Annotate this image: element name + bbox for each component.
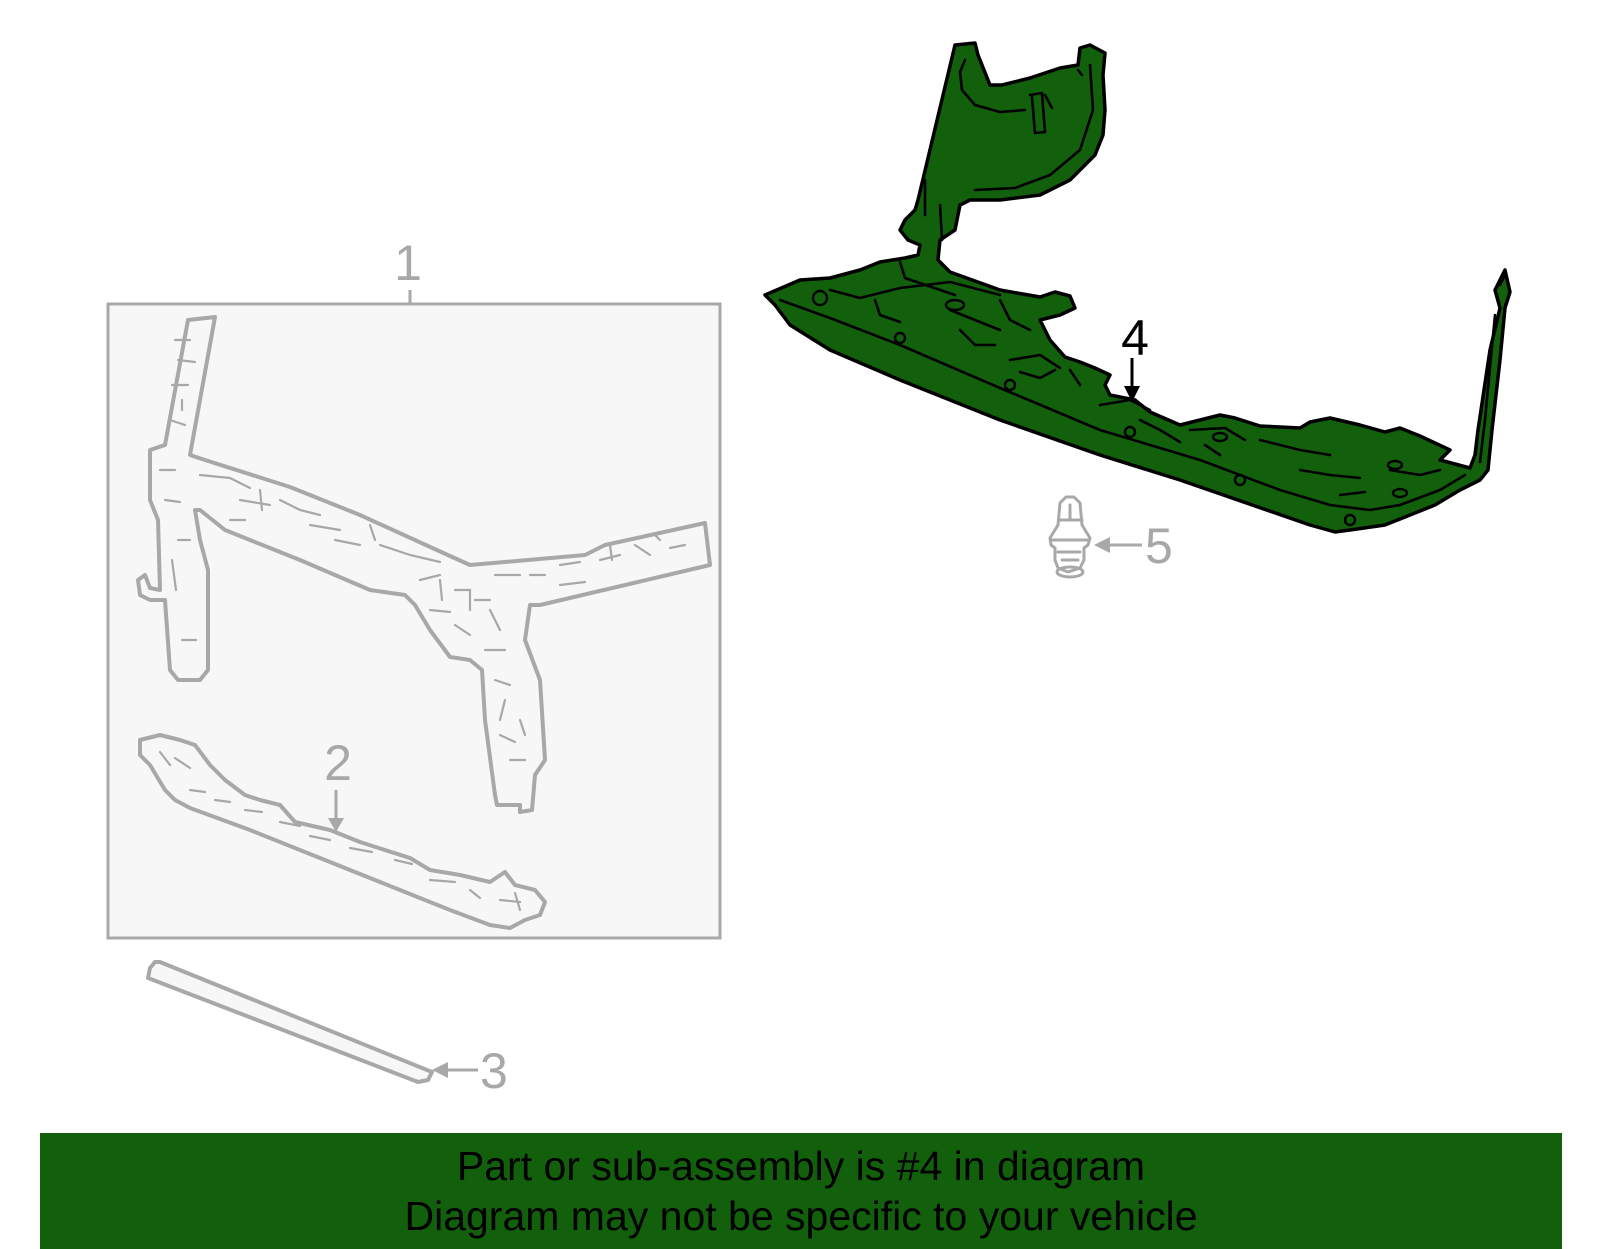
banner-line-part-number: Part or sub-assembly is #4 in diagram (456, 1143, 1146, 1189)
part-5-push-clip (1048, 495, 1092, 579)
part-3-seal-strip (146, 960, 434, 1084)
callout-5-number: 5 (1145, 518, 1173, 574)
callout-3-number: 3 (480, 1043, 508, 1099)
callout-3: 3 (432, 1043, 508, 1099)
part-2-lower-tie-bar (138, 733, 547, 930)
callout-2: 2 (324, 735, 352, 832)
info-banner: Part or sub-assembly is #4 in diagram Di… (40, 1133, 1562, 1249)
callout-1-number: 1 (394, 235, 422, 291)
banner-line-disclaimer: Diagram may not be specific to your vehi… (404, 1193, 1198, 1239)
callout-4-number: 4 (1121, 310, 1149, 366)
part-4-front-under-cover (763, 41, 1512, 534)
callout-4: 4 (1121, 310, 1149, 402)
callout-5: 5 (1094, 518, 1173, 574)
callout-2-number: 2 (324, 735, 352, 791)
callout-1: 1 (394, 235, 422, 304)
part-1-radiator-support (136, 315, 712, 814)
